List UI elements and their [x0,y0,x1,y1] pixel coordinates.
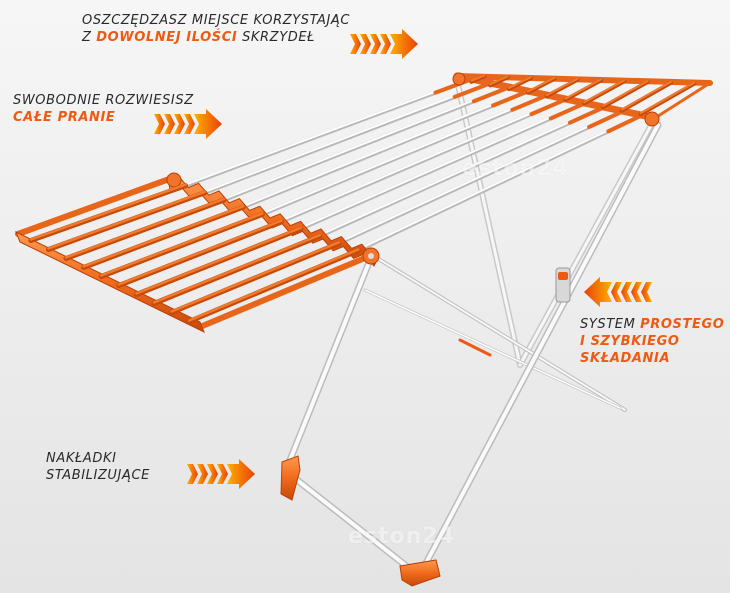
caption-stabilizers-line1: NAKŁADKI [46,451,117,466]
watermark-text: eston24 [462,156,569,181]
back-wing-bar [525,76,557,95]
front-wing-bar [63,197,227,261]
arrow-left-icon [584,277,652,307]
front-wing-bar [81,204,246,270]
central-bar [202,81,491,195]
central-bar [298,101,587,231]
front-wing-bar [151,233,323,306]
caption-folding-line1: SYSTEM PROSTEGO [580,316,724,333]
central-bar [222,85,510,202]
caption-laundry-line1: SWOBODNIE ROZWIESISZ [13,93,194,108]
back-wing-bar [507,76,534,91]
watermark-text-2: eston24 [348,524,455,549]
central-bar [356,113,645,253]
central-drying-bars [183,77,645,253]
caption-folding-line2: I SZYBKIEGO [580,334,680,349]
central-bar [337,109,626,246]
stabilizer-foot-caps [280,455,441,587]
caption-laundry-line2: CAŁE PRANIE [13,110,116,125]
central-bar [279,97,568,224]
central-bar [260,93,549,217]
front-wing-bar [116,219,285,288]
front-wing-bar [133,226,304,297]
back-wing-bar [619,80,674,113]
caption-stabilizers-line2: STABILIZUJĄCE [46,468,150,483]
caption-folding: SYSTEM PROSTEGO I SZYBKIEGO SKŁADANIA [580,316,724,367]
arrow-right-icon [154,109,222,139]
back-wing-bar [544,77,580,99]
back-wing-bar [638,81,697,117]
caption-text: SKRZYDEŁ [237,30,316,45]
caption-wings-line2: Z DOWOLNEJ ILOŚCI SKRZYDEŁ [82,29,350,46]
back-wing-bar [582,79,627,106]
back-wing-bar [563,78,604,102]
back-hinges [452,72,660,127]
back-wing [453,72,713,122]
caption-text: Z [82,30,97,45]
arrow-right-icon [350,29,418,59]
back-wing-bar [601,80,650,109]
arrow-right-icon [187,459,255,489]
caption-folding-line3: SKŁADANIA [580,351,671,366]
caption-wings: OSZCZĘDZASZ MIEJSCE KORZYSTAJĄC Z DOWOLN… [82,12,350,46]
front-wing-bar [98,211,265,279]
caption-text: SYSTEM [580,317,641,332]
caption-laundry: SWOBODNIE ROZWIESISZ CAŁE PRANIE [13,92,194,126]
caption-stabilizers: NAKŁADKI STABILIZUJĄCE [46,450,150,484]
front-wing-bar [169,240,342,315]
front-wing-bar [186,247,361,324]
central-bar [241,89,530,210]
caption-highlight: DOWOLNEJ ILOŚCI [96,30,238,45]
caption-wings-line1: OSZCZĘDZASZ MIEJSCE KORZYSTAJĄC [82,13,351,28]
back-wing-bar [469,74,487,84]
front-wing [15,172,380,334]
back-wing-bar [488,75,510,88]
front-wing-bar [45,190,208,252]
rack-legs [284,77,662,576]
central-bar [318,105,606,238]
caption-highlight: PROSTEGO [640,317,725,332]
front-wing-bar [28,183,189,243]
